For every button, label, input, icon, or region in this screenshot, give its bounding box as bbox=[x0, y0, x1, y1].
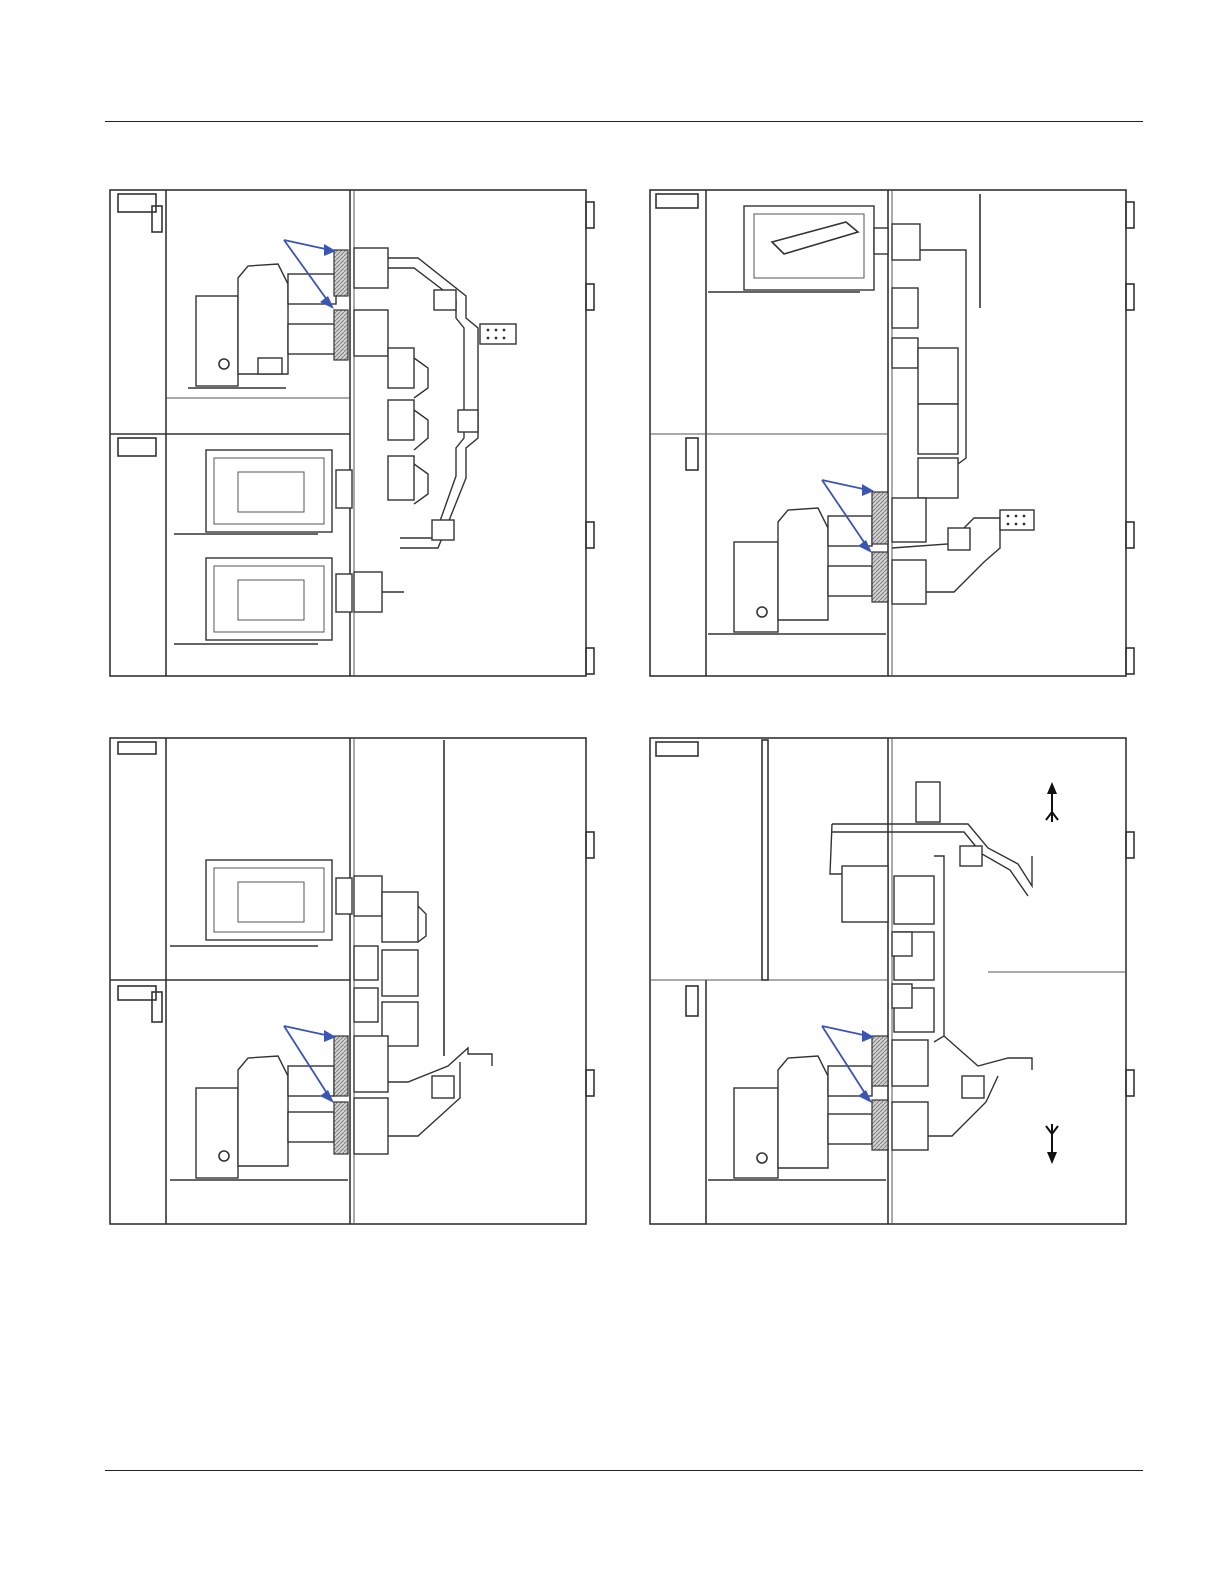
hatched-contact-upper bbox=[872, 1036, 888, 1086]
hatched-contact-upper bbox=[872, 492, 888, 544]
hatched-contact-upper bbox=[334, 1036, 348, 1096]
switchgear-drawing-top-left bbox=[108, 188, 608, 680]
switchgear-drawing-bottom-left bbox=[108, 736, 608, 1228]
diagram-top-right bbox=[648, 188, 1148, 680]
diagram-bottom-left bbox=[108, 736, 608, 1228]
header-rule bbox=[105, 121, 1143, 122]
hatched-contact-lower bbox=[872, 552, 888, 602]
diagram-top-left bbox=[108, 188, 608, 680]
up-arrow-icon bbox=[1046, 782, 1058, 822]
footer-rule bbox=[105, 1470, 1143, 1471]
diagram-bottom-right bbox=[648, 736, 1148, 1228]
down-arrow-icon bbox=[1046, 1124, 1058, 1164]
switchgear-drawing-top-right bbox=[648, 188, 1148, 680]
hatched-contact-lower bbox=[872, 1100, 888, 1150]
hatched-contact-upper bbox=[334, 250, 348, 296]
hatched-contact-lower bbox=[334, 310, 348, 360]
switchgear-drawing-bottom-right bbox=[648, 736, 1148, 1228]
hatched-contact-lower bbox=[334, 1102, 348, 1154]
